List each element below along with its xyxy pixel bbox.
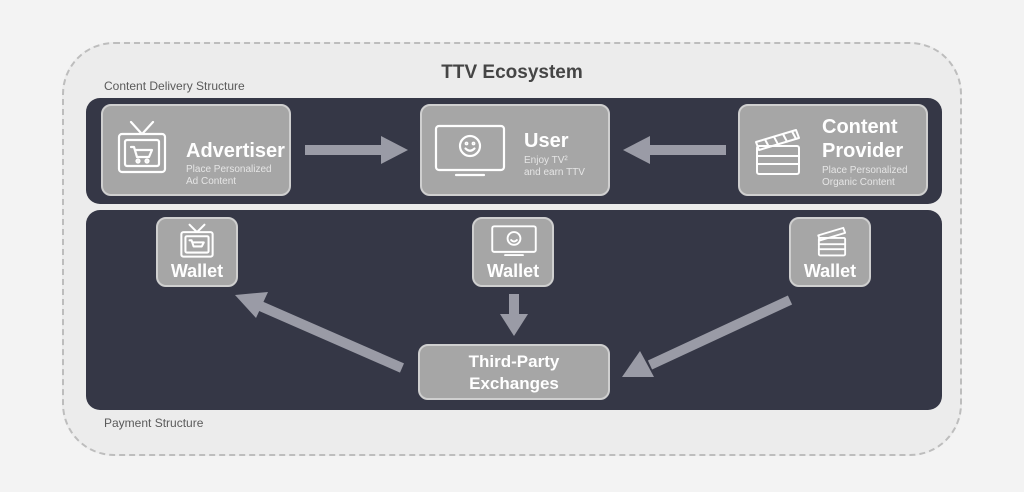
user-card: User Enjoy TV² and earn TTV: [420, 104, 610, 196]
provider-subtitle-2: Organic Content: [822, 177, 895, 188]
user-wallet-label: Wallet: [486, 261, 540, 281]
arrowhead-exchanges: [622, 351, 654, 377]
tv-cart-icon: [180, 223, 214, 259]
arrow-advertiser-to-user: [305, 136, 408, 164]
clapperboard-icon: [754, 126, 802, 176]
provider-wallet: Wallet: [789, 217, 871, 287]
payment-structure-label: Payment Structure: [104, 416, 204, 430]
user-subtitle-1: Enjoy TV²: [524, 155, 568, 166]
advertiser-subtitle-1: Place Personalized: [186, 164, 272, 175]
content-provider-card: Content Provider Place Personalized Orga…: [738, 104, 928, 196]
monitor-smiley-icon: [490, 225, 538, 257]
advertiser-wallet-label: Wallet: [170, 261, 224, 281]
provider-wallet-label: Wallet: [803, 261, 857, 281]
tv-cart-icon: [117, 120, 167, 178]
advertiser-title: Advertiser: [186, 140, 285, 162]
clapperboard-icon: [817, 225, 847, 257]
advertiser-wallet: Wallet: [156, 217, 238, 287]
user-subtitle-2: and earn TTV: [524, 167, 585, 178]
third-party-exchanges: Third-Party Exchanges: [418, 344, 610, 400]
diagram-title: TTV Ecosystem: [441, 62, 583, 83]
advertiser-subtitle-2: Ad Content: [186, 176, 237, 187]
exchanges-label-1: Third-Party: [468, 352, 560, 371]
provider-subtitle-1: Place Personalized: [822, 165, 908, 176]
arrow-provider-wallet-to-exchanges: [647, 295, 793, 370]
content-delivery-label: Content Delivery Structure: [104, 79, 245, 93]
arrowhead-advertiser-wallet: [235, 292, 268, 318]
provider-title-1: Content: [822, 116, 898, 138]
arrow-user-wallet-to-exchanges: [500, 294, 528, 336]
arrow-exchanges-to-advertiser-wallet: [255, 300, 405, 373]
user-title: User: [524, 130, 569, 152]
advertiser-card: Advertiser Place Personalized Ad Content: [101, 104, 291, 196]
monitor-smiley-icon: [434, 124, 506, 178]
user-wallet: Wallet: [472, 217, 554, 287]
provider-title-2: Provider: [822, 140, 904, 162]
exchanges-label-2: Exchanges: [469, 374, 559, 393]
arrow-provider-to-user: [623, 136, 726, 164]
